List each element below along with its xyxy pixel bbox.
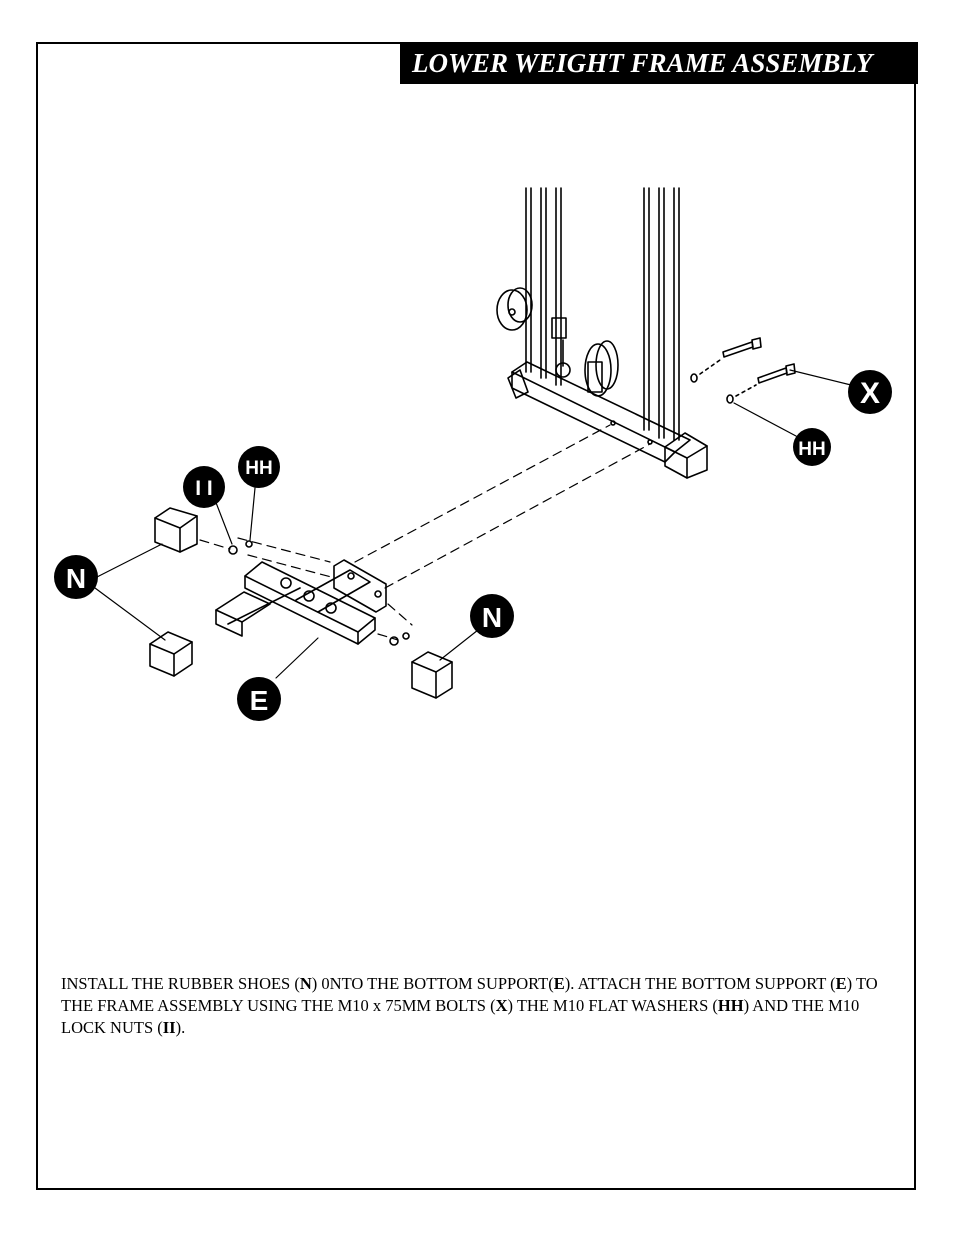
callout-ii: I I xyxy=(183,466,225,508)
washer-hh-rear-2 xyxy=(726,394,734,404)
svg-text:HH: HH xyxy=(798,439,825,460)
svg-text:E: E xyxy=(250,685,269,716)
instruction-part-ref: E xyxy=(553,974,565,993)
instruction-part-ref: X xyxy=(495,996,508,1015)
lock-nut-ii xyxy=(228,545,238,555)
rubber-shoe-left-top xyxy=(154,507,198,553)
bolt-x-lower xyxy=(757,363,796,384)
pulley-lower xyxy=(555,339,619,397)
bolt-x-upper xyxy=(722,337,762,358)
pulley-upper xyxy=(496,287,533,331)
instruction-segment: ) 0NTO THE BOTTOM SUPPORT( xyxy=(311,974,554,993)
frame-base-beam xyxy=(507,361,691,463)
alignment-lines xyxy=(199,424,651,641)
svg-text:X: X xyxy=(860,377,880,410)
instruction-part-ref: E xyxy=(835,974,847,993)
instruction-segment: ). ATTACH THE BOTTOM SUPPORT ( xyxy=(564,974,836,993)
instruction-part-ref: N xyxy=(299,974,312,993)
frame-upright-left xyxy=(525,187,562,386)
washer-front-2 xyxy=(402,632,410,640)
svg-text:N: N xyxy=(66,563,86,594)
callout-n-right: N xyxy=(470,594,514,638)
instruction-part-ref: HH xyxy=(717,996,744,1015)
instruction-segment: ) TO THE FRAME ASSEMBLY USING THE M10 x … xyxy=(61,974,878,1015)
instruction-segment: ) THE M10 FLAT WASHERS ( xyxy=(507,996,718,1015)
rubber-shoe-left-bottom xyxy=(149,631,193,677)
rubber-shoe-rear xyxy=(664,432,708,479)
leader-lines xyxy=(94,369,852,679)
instruction-segment: ). xyxy=(175,1018,186,1037)
callout-e: E xyxy=(237,677,281,721)
frame-upright-right xyxy=(643,187,680,441)
callout-n-left: N xyxy=(54,555,98,599)
lock-nut-front-2 xyxy=(389,636,399,646)
callout-x: X xyxy=(848,370,892,414)
svg-text:HH: HH xyxy=(245,458,272,479)
washer-hh-rear-1 xyxy=(690,373,698,383)
instructions-text: INSTALL THE RUBBER SHOES (N) 0NTO THE BO… xyxy=(61,973,881,1039)
page-title: LOWER WEIGHT FRAME ASSEMBLY xyxy=(400,42,918,84)
bracket-plate xyxy=(551,317,567,339)
washer-hh-front xyxy=(245,540,253,548)
instruction-part-ref: II xyxy=(162,1018,176,1037)
mounting-plate xyxy=(333,559,387,613)
callout-hh-right: HH xyxy=(793,428,831,466)
instruction-segment: INSTALL THE RUBBER SHOES ( xyxy=(61,974,300,993)
callout-hh-left: HH xyxy=(238,446,280,488)
instruction-segment: ) AND THE M10 LOCK NUTS ( xyxy=(61,996,860,1037)
bottom-support-e xyxy=(215,561,376,645)
svg-text:N: N xyxy=(482,602,502,633)
svg-text:I I: I I xyxy=(195,477,213,500)
rubber-shoe-right xyxy=(411,651,453,699)
